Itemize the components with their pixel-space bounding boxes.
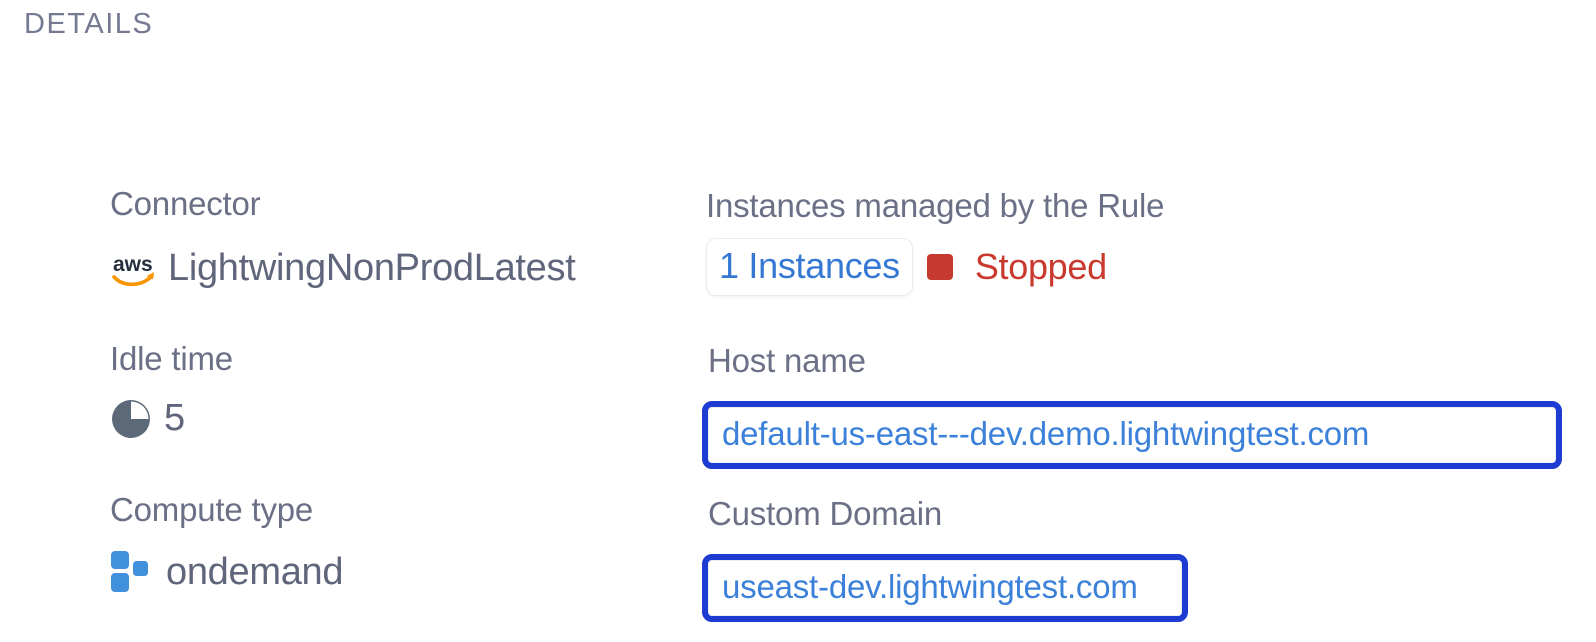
host-name-label: Host name	[708, 342, 866, 379]
section-title: DETAILS	[24, 8, 154, 40]
host-name-input[interactable]: default-us-east---dev.demo.lightwingtest…	[702, 401, 1562, 469]
compute-type-value: ondemand	[166, 550, 344, 593]
instances-count-link[interactable]: 1 Instances	[706, 238, 913, 296]
status-square-icon	[926, 254, 953, 280]
pie-chart-icon	[110, 398, 152, 440]
instances-value-row: 1 Instances Stopped	[706, 238, 1164, 296]
field-connector: Connector aws LightwingNonProdLatest	[110, 184, 576, 294]
field-idle-time: Idle time 5	[110, 339, 233, 440]
aws-icon: aws	[110, 250, 158, 294]
custom-domain-input[interactable]: useast-dev.lightwingtest.com	[702, 554, 1188, 622]
connector-value-row: aws LightwingNonProdLatest	[110, 242, 576, 294]
custom-domain-value[interactable]: useast-dev.lightwingtest.com	[708, 560, 1182, 616]
status-label: Stopped	[974, 246, 1107, 287]
blocks-icon	[110, 548, 152, 596]
field-instances: Instances managed by the Rule 1 Instance…	[706, 186, 1165, 296]
host-name-value[interactable]: default-us-east---dev.demo.lightwingtest…	[708, 407, 1556, 463]
compute-type-label: Compute type	[110, 491, 314, 528]
instances-label: Instances managed by the Rule	[706, 187, 1165, 224]
svg-text:aws: aws	[113, 253, 153, 276]
custom-domain-label: Custom Domain	[708, 495, 942, 532]
idle-time-value-row: 5	[110, 397, 233, 440]
field-custom-domain: Custom Domain useast-dev.lightwingtest.c…	[702, 494, 1188, 622]
compute-type-value-row: ondemand	[110, 548, 344, 596]
connector-value: LightwingNonProdLatest	[168, 246, 576, 289]
idle-time-value: 5	[164, 397, 185, 439]
idle-time-label: Idle time	[110, 340, 233, 377]
field-host-name: Host name default-us-east---dev.demo.lig…	[702, 341, 1562, 469]
connector-label: Connector	[110, 185, 261, 222]
field-compute-type: Compute type ondemand	[110, 490, 344, 596]
